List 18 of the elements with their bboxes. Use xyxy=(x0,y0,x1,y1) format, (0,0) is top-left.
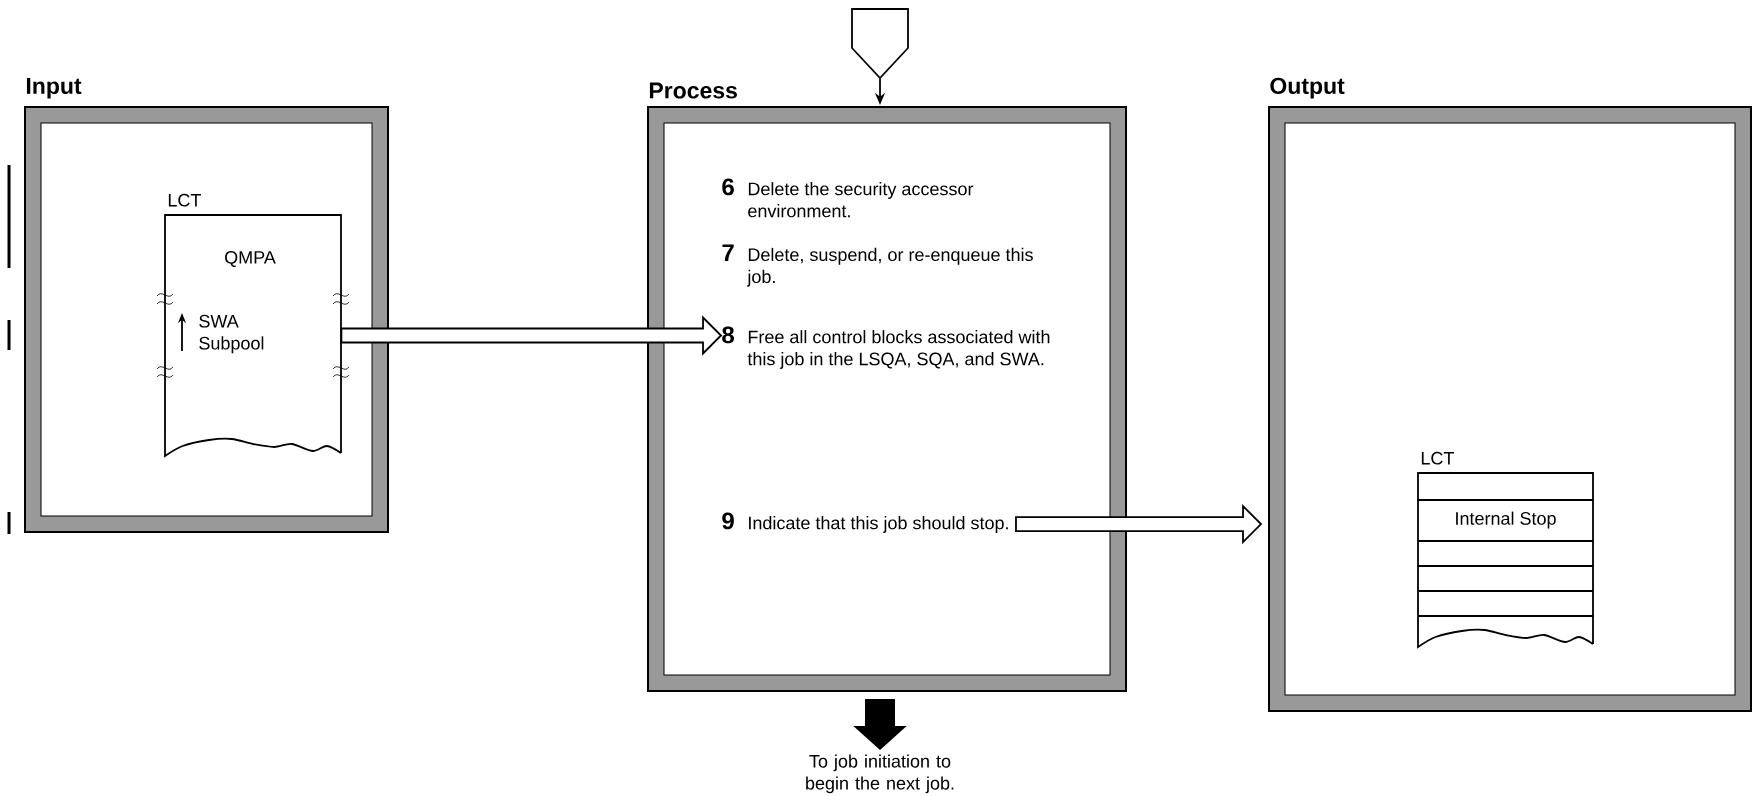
step-text: Free all control blocks associated with this job in the LSQA, SQA, and SWA. xyxy=(747,330,1050,369)
block-label: LCT xyxy=(1421,451,1454,465)
field-label: Internal Stop xyxy=(1456,511,1556,529)
step-number: 8 xyxy=(722,326,734,344)
note-text: To job initiation to begin the next job. xyxy=(806,754,954,794)
offpage-connector xyxy=(851,8,909,80)
step-number: 7 xyxy=(722,244,734,261)
step-number: 9 xyxy=(722,512,734,530)
panel-heading: Input xyxy=(26,78,82,99)
arrow xyxy=(340,315,723,356)
step-number: 6 xyxy=(722,178,734,196)
step-text: Indicate that this job should stop. xyxy=(749,516,1008,533)
panel-heading: Output xyxy=(1270,77,1345,99)
panel-heading: Process xyxy=(649,82,737,99)
arrow xyxy=(1015,503,1263,545)
block-label: LCT xyxy=(168,193,201,207)
step-text: Delete the security accessor environment. xyxy=(748,182,974,218)
step-text: Delete, suspend, or re-enqueue this job. xyxy=(746,247,1033,287)
